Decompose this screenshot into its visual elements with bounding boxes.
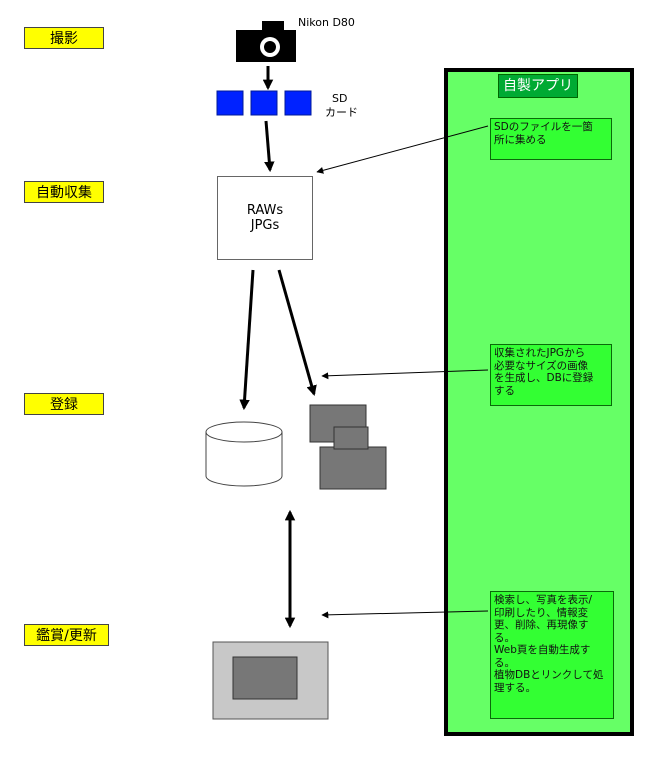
- camera-icon: [236, 21, 296, 62]
- camera-label: Nikon D80: [298, 16, 355, 29]
- files-jpgs-label: JPGs: [250, 218, 280, 233]
- arrow-files-to-images: [277, 269, 317, 397]
- files-raws-label: RAWs: [246, 203, 284, 218]
- stage-label-shoot: 撮影: [24, 27, 104, 49]
- sd-card-label-line2: カード: [325, 106, 358, 119]
- arrow-files-to-db: [239, 269, 255, 411]
- monitor-icon: [212, 641, 329, 720]
- stage-label-register: 登録: [24, 393, 104, 415]
- app-note-register: 収集されたJPGから 必要なサイズの画像 を生成し、DBに登録 する: [490, 344, 612, 406]
- app-title: 自製アプリ: [498, 74, 578, 98]
- arrow-sd-to-files: [264, 120, 275, 173]
- sd-card-icon: [216, 90, 312, 116]
- app-note-collect: SDのファイルを一箇 所に集める: [490, 118, 612, 160]
- stage-label-collect: 自動収集: [24, 181, 104, 203]
- image-stack-icon: [309, 404, 387, 490]
- arrow-note-register: [321, 369, 489, 380]
- arrow-note-view: [321, 610, 489, 619]
- sd-card-label-line1: SD: [332, 92, 348, 105]
- app-note-view: 検索し、写真を表示/ 印刷したり、情報変 更、削除、再現像す る。 Web頁を自…: [490, 591, 614, 719]
- arrow-note-collect: [316, 125, 489, 174]
- files-box: RAWs JPGs: [217, 176, 313, 260]
- database-icon: [205, 421, 283, 487]
- stage-label-view-update: 鑑賞/更新: [24, 624, 109, 646]
